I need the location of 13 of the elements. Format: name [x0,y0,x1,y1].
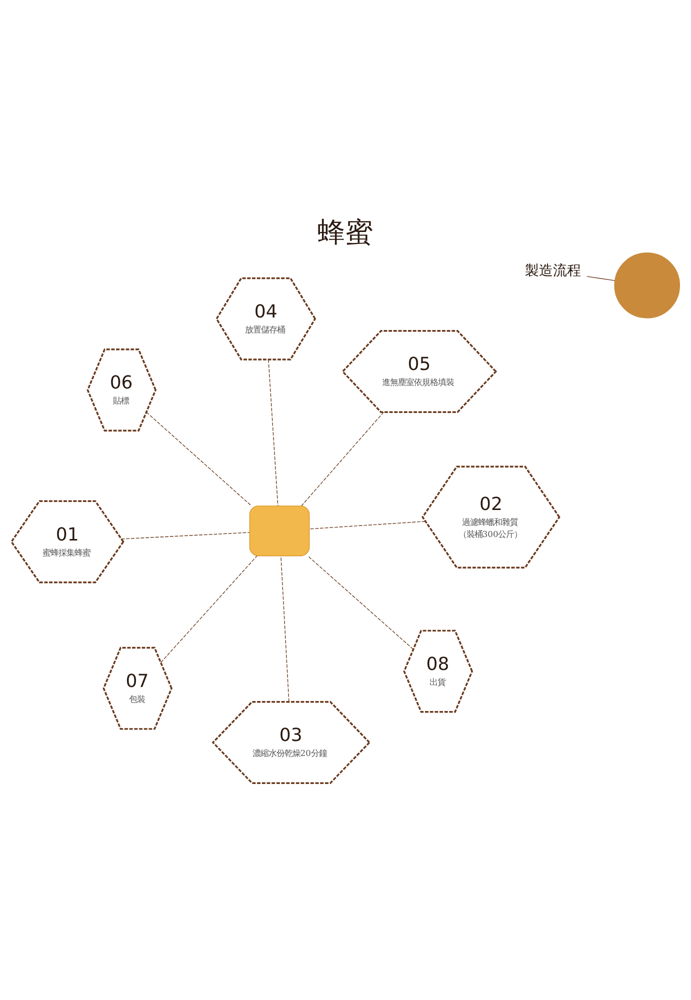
connector [268,359,278,506]
connector [160,556,258,663]
connector [121,532,250,540]
connector [301,412,384,506]
connector [309,521,426,530]
connector [586,276,616,281]
connector [146,412,252,506]
connector [307,556,414,650]
node-text: 製造流程 [524,262,581,279]
node-circle [614,252,680,318]
node-box [249,506,310,556]
diagram-title: 蜂蜜 [318,216,374,249]
connector [280,556,290,702]
